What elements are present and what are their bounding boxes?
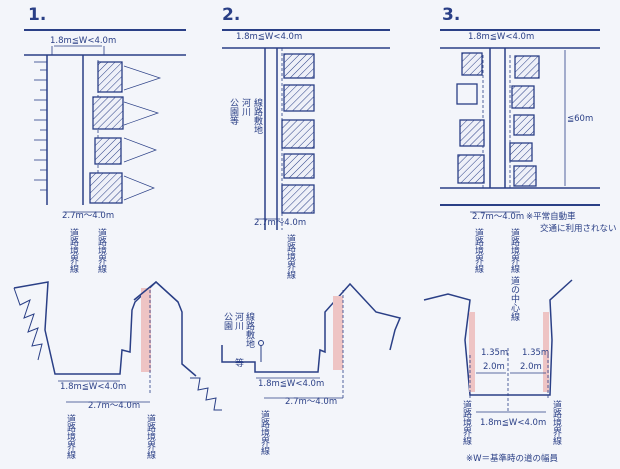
- figure-3-number: 3.: [442, 5, 460, 25]
- building: [281, 184, 315, 214]
- length-label: ≦60m: [567, 114, 593, 124]
- setback-area: [543, 312, 549, 392]
- boundary-label-right: 道路境界線: [551, 399, 562, 445]
- boundary-label: 道路境界線: [285, 233, 296, 279]
- building: [283, 53, 315, 79]
- width-range-label: 1.8m≦W<4.0m: [236, 32, 302, 42]
- building: [283, 84, 315, 112]
- side-label-col2: 河川: [240, 97, 251, 116]
- building-outline: [456, 83, 478, 105]
- width-range-label: 1.8m≦W<4.0m: [60, 382, 126, 392]
- setback-range-label: 2.7m～4.0m: [62, 211, 114, 221]
- pole-top: [258, 340, 264, 346]
- note-line-2: 交通に利用されない: [540, 223, 617, 234]
- figure-1-number: 1.: [28, 5, 46, 25]
- sawtooth-slope: [13, 287, 43, 361]
- sawtooth-slope: [190, 377, 222, 411]
- note-line-1: ※平常自動車: [526, 211, 576, 222]
- half-right-label: 1.35m: [522, 348, 549, 358]
- center-line-label: 道の中心線: [509, 275, 520, 321]
- section-3: 道の中心線 1.35m 1.35m 2.0m 2.0m 1.8m≦W<4.0m …: [423, 275, 573, 464]
- figure-2-plan: 2. 1.8m≦W<4.0m 公園等 河川 線路敷地 2.7m～4.0m 道路境…: [222, 5, 390, 279]
- building: [511, 85, 535, 109]
- two-right-label: 2.0m: [520, 362, 542, 372]
- side-label-col4: 等: [233, 357, 244, 367]
- boundary-label-left: 道路境界線: [461, 399, 472, 445]
- section-1: 1.8m≦W<4.0m 2.7m～4.0m 道路境界線 道路境界線: [13, 280, 222, 459]
- setback-area: [141, 288, 151, 372]
- boundary-label-right: 道路境界線: [145, 413, 156, 459]
- width-range-label: 1.8m≦W<4.0m: [258, 379, 324, 389]
- footnote: ※W＝基準時の道の幅員: [466, 453, 559, 464]
- right-lot-fringe: [123, 65, 162, 201]
- building: [457, 154, 485, 184]
- boundary-label-right: 道路境界線: [509, 227, 520, 273]
- figure-2-number: 2.: [222, 5, 240, 25]
- section-1-profile: [13, 280, 197, 377]
- side-label-col1: 公園: [222, 312, 233, 331]
- side-label-col1: 公園等: [228, 98, 239, 125]
- section-2: 公園 河川 線路敷地 等 1.8m≦W<4.0m 2.7m～4.0m 道路境界線: [221, 282, 402, 455]
- building: [509, 142, 533, 162]
- building: [283, 153, 315, 179]
- side-label-col3: 線路敷地: [252, 97, 263, 134]
- setback-range-label: 2.7m～4.0m: [88, 401, 140, 411]
- side-label-col3: 線路敷地: [244, 311, 255, 348]
- boundary-label-left: 道路境界線: [65, 413, 76, 459]
- building: [94, 137, 122, 165]
- building: [459, 119, 485, 147]
- section-3-profile: [423, 279, 573, 396]
- width-range-label: 1.8m≦W<4.0m: [480, 418, 546, 428]
- two-left-label: 2.0m: [483, 362, 505, 372]
- section-2-profile: [221, 282, 402, 373]
- building: [97, 61, 123, 93]
- side-label-col2: 河川: [233, 311, 244, 330]
- setback-range-label: 2.7m～4.0m: [254, 218, 306, 228]
- building: [513, 165, 537, 187]
- boundary-label-right: 道路境界線: [96, 227, 107, 273]
- figure-3-plan: 3. 1.8m≦W<4.0m ≦60m 2.7m～4.0m ※平常自動車 交通に…: [440, 5, 617, 273]
- half-left-label: 1.35m: [481, 348, 508, 358]
- boundary-label: 道路境界線: [259, 409, 270, 455]
- setback-area: [469, 312, 475, 392]
- building: [89, 172, 123, 204]
- building: [281, 119, 315, 149]
- building: [513, 114, 535, 136]
- setback-range-label: 2.7m～4.0m: [472, 212, 524, 222]
- building: [514, 55, 540, 79]
- building: [92, 96, 124, 130]
- width-range-label: 1.8m≦W<4.0m: [50, 36, 116, 46]
- building: [461, 52, 483, 76]
- setback-range-label: 2.7m～4.0m: [285, 397, 337, 407]
- boundary-label-left: 道路境界線: [68, 227, 79, 273]
- figure-1-plan: 1. 1.8m≦W<4.0m: [24, 5, 186, 273]
- setback-area: [333, 296, 343, 370]
- roof-outline: [133, 281, 179, 303]
- left-lot-fringe: [34, 61, 47, 191]
- boundary-label-left: 道路境界線: [473, 227, 484, 273]
- width-range-label: 1.8m≦W<4.0m: [468, 32, 534, 42]
